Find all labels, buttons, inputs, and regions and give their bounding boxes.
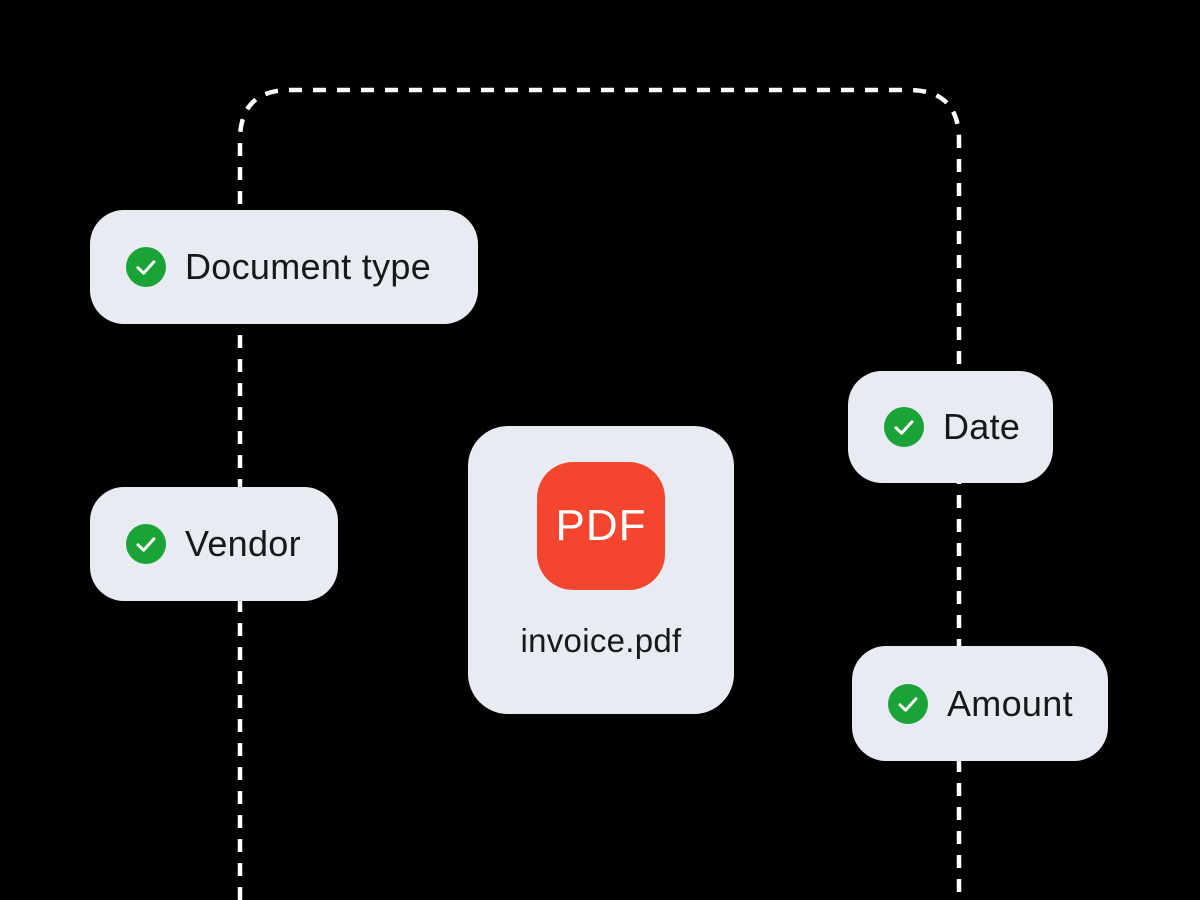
check-circle-icon	[884, 407, 924, 447]
chip-vendor: Vendor	[90, 487, 338, 601]
pdf-file-icon: PDF	[537, 462, 665, 590]
chip-date: Date	[848, 371, 1053, 483]
chip-amount: Amount	[852, 646, 1108, 761]
check-circle-icon	[126, 247, 166, 287]
pdf-badge-label: PDF	[555, 501, 647, 550]
file-name: invoice.pdf	[520, 622, 682, 659]
file-card: PDF invoice.pdf	[468, 426, 734, 714]
chip-label: Amount	[947, 682, 1073, 724]
chip-label: Document type	[185, 246, 432, 287]
check-circle-icon	[126, 524, 166, 564]
chip-document-type: Document type	[90, 210, 478, 324]
chip-label: Date	[943, 406, 1021, 447]
check-circle-icon	[888, 683, 928, 724]
chip-label: Vendor	[185, 523, 301, 564]
